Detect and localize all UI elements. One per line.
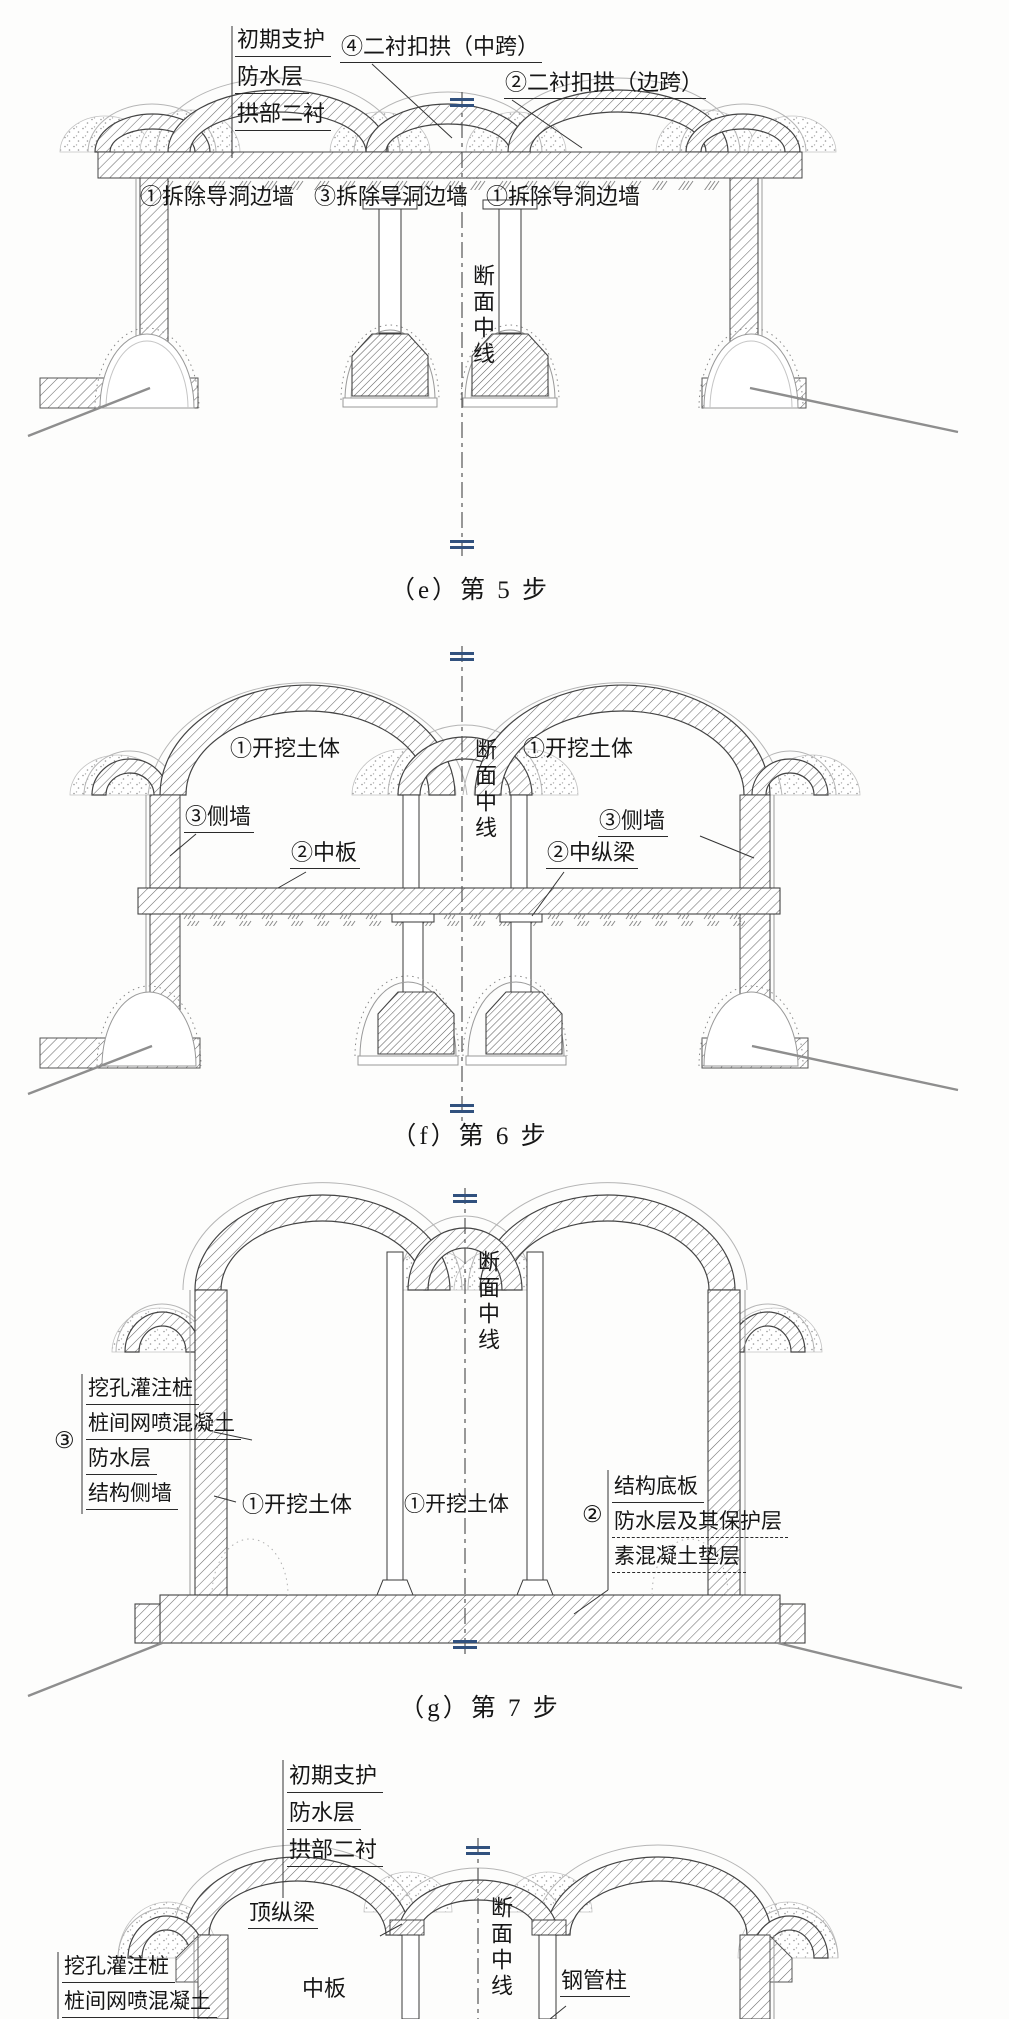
callout-row: 结构侧墙 [86,1475,178,1510]
callout-row: 挖孔灌注桩 [62,1948,175,1983]
demolish-wall-label-left: ①拆除导洞边墙 [140,184,295,209]
callout-number-3: ③ [54,1428,75,1453]
base-slab-callout: 结构底板 防水层及其保护层 素混凝土垫层 [612,1468,788,1573]
ground-ticks [150,178,750,190]
column-footings [351,333,549,397]
grade-slope-lines [27,386,959,438]
leader-lines [169,833,755,917]
bottom-side-galleries [39,985,809,1069]
arch-bands [124,1194,806,1353]
pile-wall-callout: 挖孔灌注桩 桩间网喷混凝土 防水层 结构侧墙 [86,1370,241,1510]
callout-row: 防水层 [287,1793,362,1830]
leader-lines [231,26,583,158]
arch-bands [91,684,829,796]
sidewall-label-right: ③侧墙 [598,808,669,838]
section-centerline [466,1838,490,2019]
callout-row: 拱部二衬 [235,94,332,131]
side-walls [175,1934,793,2019]
interior-columns [376,1251,554,1596]
callout-number-2: ② [582,1502,603,1527]
demolish-wall-label-mid: ③拆除导洞边墙 [314,184,469,209]
figure-g-drawing [27,1182,963,1698]
support-layers-callout: 初期支护 防水层 拱部二衬 [287,1756,384,1867]
callout-row: 桩间网喷混凝土 [86,1405,241,1440]
figure-h-drawing [57,1760,839,2019]
bottom-side-galleries [39,327,807,409]
temporary-columns [362,199,538,334]
mid-span-arch-callout: ④二衬扣拱（中跨） [340,34,543,64]
centerline-label: 断面中线 [472,738,497,842]
section-centerline [453,1188,477,1658]
excavate-soil-label-right: ①开挖土体 [404,1492,509,1516]
callout-row: 防水层 [235,57,310,94]
pile-wall-callout: 挖孔灌注桩 桩间网喷混凝土 [62,1948,217,2018]
figure-f-step6: ①开挖土体 ①开挖土体 ③侧墙 ③侧墙 ②中板 ②中纵梁 断面中线 （f）第 6… [0,620,1009,1150]
callout-row: 拱部二衬 [287,1830,384,1867]
callout-row: 初期支护 [235,20,332,57]
steel-pipe-columns [401,1934,557,2019]
figure-g-caption: （g）第 7 步 [399,1695,561,1722]
figure-h-partial: 初期支护 防水层 拱部二衬 顶纵梁 钢管柱 中板 挖孔灌注桩 桩间网喷混凝土 断… [0,1740,1009,2019]
bottom-slab [134,1594,806,1644]
centerline-label: 断面中线 [475,1250,500,1354]
footing-bases [357,1055,567,1066]
callout-row: 防水层及其保护层 [612,1503,788,1538]
support-layers-callout: 初期支护 防水层 拱部二衬 [235,20,332,131]
leader-lines [81,1374,609,1615]
mid-slab-label: ②中板 [290,840,361,870]
figure-e-drawing [27,26,959,556]
sidewall-label-left: ③侧墙 [184,804,255,834]
arch-bands [127,1856,829,1959]
top-beam-label: 顶纵梁 [248,1900,319,1930]
excavate-soil-label-left: ①开挖土体 [230,736,341,761]
mid-slab-label: 中板 [302,1976,347,2001]
footing-bases [342,397,558,408]
section-centerline [450,92,474,556]
leader-lines [57,1760,567,2019]
callout-row: 防水层 [86,1440,157,1475]
centerline-label: 断面中线 [470,264,495,368]
grade-slope-lines [27,1044,959,1096]
callout-row: 桩间网喷混凝土 [62,1983,217,2018]
section-centerline [450,646,474,1122]
callout-row: 结构底板 [612,1468,704,1503]
figure-e-caption: （e）第 5 步 [389,577,551,604]
callout-row: 初期支护 [287,1756,384,1793]
side-span-arch-callout: ②二衬扣拱（边跨） [504,70,707,100]
grade-slope-lines [27,1641,963,1698]
figure-f-drawing [27,646,959,1122]
demolish-wall-label-right: ①拆除导洞边墙 [486,184,641,209]
mid-beam-label: ②中纵梁 [546,840,639,870]
figure-g-step7: 挖孔灌注桩 桩间网喷混凝土 防水层 结构侧墙 ③ ①开挖土体 ①开挖土体 结构底… [0,1140,1009,1740]
excavate-soil-label-right: ①开挖土体 [523,736,634,761]
springing-strip [97,151,803,179]
mid-slab [137,887,781,915]
excavate-soil-label-left: ①开挖土体 [242,1492,353,1517]
callout-row: 素混凝土垫层 [612,1538,746,1573]
figure-f-caption: （f）第 6 步 [391,1123,549,1150]
figure-e-step5: 初期支护 防水层 拱部二衬 ④二衬扣拱（中跨） ②二衬扣拱（边跨） ①拆除导洞边… [0,0,1009,620]
column-footings [377,991,563,1055]
steel-column-label: 钢管柱 [560,1968,631,1998]
callout-row: 挖孔灌注桩 [86,1370,199,1405]
centerline-label: 断面中线 [488,1896,513,2000]
upper-columns [402,794,528,889]
